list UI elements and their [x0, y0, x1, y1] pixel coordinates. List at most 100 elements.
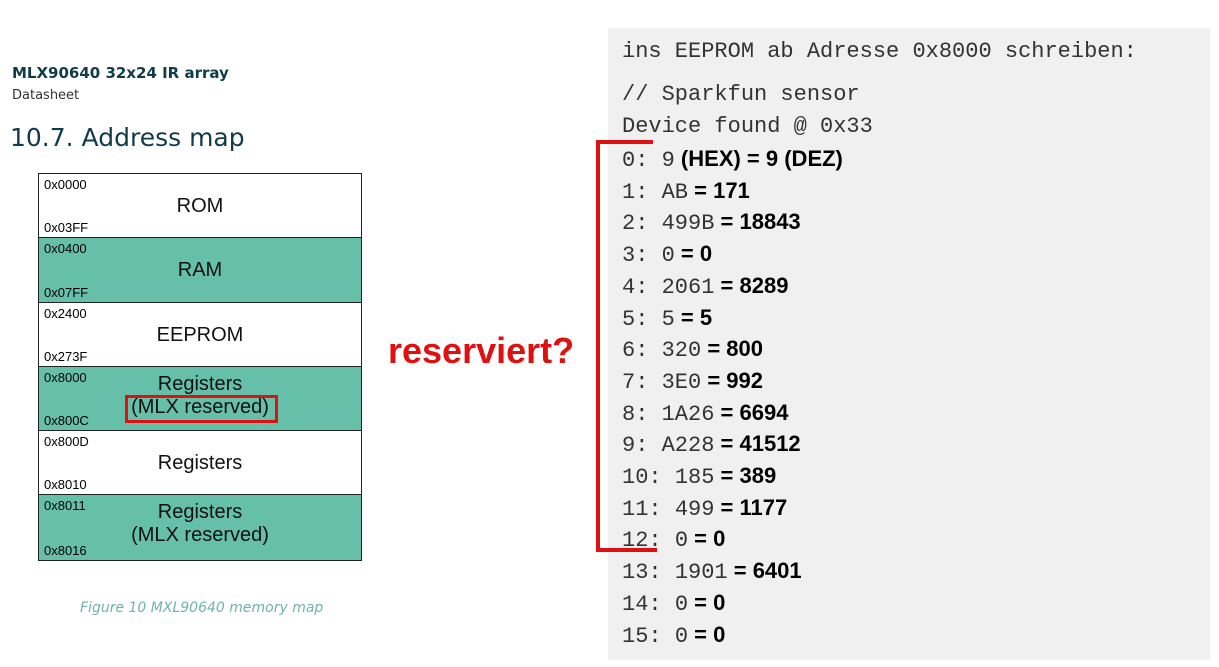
eeprom-value-row: 14: 0 = 0 — [622, 590, 725, 618]
start-address: 0x8000 — [44, 369, 87, 385]
start-address: 0x0000 — [44, 177, 87, 192]
memory-block-registers-reserved-2: 0x8011 Registers (MLX reserved) 0x8016 — [39, 495, 361, 560]
end-address: 0x273F — [44, 348, 88, 364]
start-address: 0x800D — [44, 434, 89, 450]
end-address: 0x03FF — [44, 220, 89, 236]
row-index: 8: — [622, 401, 649, 427]
hex-value: 0 — [674, 591, 689, 617]
hex-value: AB — [661, 179, 689, 205]
end-address: 0x8010 — [44, 477, 87, 493]
row-index: 14: — [622, 591, 662, 617]
row-index: 9: — [622, 433, 649, 459]
eeprom-value-row: 1: AB = 171 — [622, 178, 750, 206]
row-index: 12: — [622, 528, 662, 554]
output-header: ins EEPROM ab Adresse 0x8000 schreiben: — [622, 39, 1137, 64]
end-address: 0x07FF — [44, 284, 89, 300]
hex-value: 499 — [674, 496, 715, 522]
block-label: RAM — [177, 259, 223, 282]
decimal-value: = 0 — [688, 526, 726, 552]
eeprom-value-row: 10: 185 = 389 — [622, 463, 776, 491]
row-index: 2: — [622, 211, 649, 237]
eeprom-value-row: 5: 5 = 5 — [622, 305, 712, 333]
memory-block-eeprom: 0x2400 EEPROM 0x273F — [39, 302, 361, 367]
hex-value: 0 — [674, 623, 689, 649]
hex-value: 5 — [661, 306, 675, 332]
block-sublabel: (MLX reserved) — [131, 524, 269, 547]
row-index: 3: — [622, 243, 649, 269]
decimal-value: = 0 — [688, 589, 726, 615]
row-index: 13: — [622, 560, 662, 586]
row-index: 10: — [622, 465, 662, 490]
decimal-value: = 8289 — [714, 272, 789, 298]
block-label: Registers — [157, 501, 243, 524]
eeprom-value-row: 0: 9 (HEX) = 9 (DEZ) — [622, 146, 843, 174]
memory-map: 0x0000 ROM 0x03FF 0x0400 RAM 0x07FF 0x24… — [38, 173, 362, 561]
hex-value: 320 — [661, 338, 702, 364]
block-sublabel: (MLX reserved) — [131, 395, 269, 418]
block-label: EEPROM — [156, 323, 244, 346]
row-index: 11: — [622, 496, 662, 522]
hex-value: 0 — [674, 528, 689, 554]
row-index: 7: — [622, 369, 649, 395]
block-label: Registers — [157, 372, 243, 395]
decimal-value: = 18843 — [714, 209, 801, 235]
datasheet-title: MLX90640 32x24 IR array — [12, 64, 229, 82]
block-label: Registers — [157, 452, 243, 475]
row-index: 1: — [622, 179, 649, 205]
hex-value: 9 — [661, 148, 675, 173]
hex-value: 1A26 — [661, 401, 715, 427]
memory-block-ram: 0x0400 RAM 0x07FF — [39, 238, 361, 303]
decimal-value: = 171 — [688, 177, 750, 203]
eeprom-value-row: 3: 0 = 0 — [622, 241, 712, 269]
decimal-value: = 0 — [674, 241, 713, 267]
eeprom-value-row: 9: A228 = 41512 — [622, 431, 801, 459]
output-comment: // Sparkfun sensor — [622, 82, 860, 107]
hex-value: 0 — [661, 243, 675, 269]
eeprom-value-row: 8: 1A26 = 6694 — [622, 400, 788, 428]
memory-block-rom: 0x0000 ROM 0x03FF — [39, 174, 361, 239]
start-address: 0x0400 — [44, 241, 87, 257]
decimal-value: = 41512 — [714, 431, 801, 457]
end-address: 0x8016 — [44, 542, 87, 558]
memory-block-registers-reserved-1: 0x8000 Registers (MLX reserved) 0x800C — [39, 366, 361, 432]
decimal-value: = 1177 — [714, 494, 788, 520]
device-found-line: Device found @ 0x33 — [622, 114, 873, 139]
eeprom-value-row: 2: 499B = 18843 — [622, 209, 801, 237]
decimal-value: = 5 — [674, 304, 713, 330]
serial-output-panel: ins EEPROM ab Adresse 0x8000 schreiben: … — [608, 28, 1210, 660]
section-title: 10.7. Address map — [10, 123, 245, 152]
hex-value: 499B — [661, 211, 715, 237]
eeprom-value-row: 6: 320 = 800 — [622, 336, 763, 364]
decimal-value: = 800 — [701, 336, 763, 362]
decimal-value: = 0 — [688, 621, 726, 647]
row-index: 5: — [622, 306, 649, 332]
eeprom-value-row: 15: 0 = 0 — [622, 622, 725, 650]
row-index: 0: — [622, 148, 649, 173]
eeprom-value-row: 13: 1901 = 6401 — [622, 558, 802, 586]
decimal-value: = 389 — [714, 463, 777, 488]
start-address: 0x8011 — [44, 498, 86, 514]
eeprom-value-row: 11: 499 = 1177 — [622, 495, 787, 523]
start-address: 0x2400 — [44, 305, 87, 321]
hex-value: 2061 — [661, 274, 715, 300]
hex-value: 3E0 — [661, 369, 702, 395]
row-index: 15: — [622, 623, 662, 649]
decimal-value: = 6401 — [727, 558, 802, 584]
decimal-value: (HEX) = 9 (DEZ) — [674, 146, 843, 171]
row-index: 6: — [622, 338, 649, 364]
decimal-value: = 6694 — [714, 399, 789, 425]
hex-value: 185 — [674, 465, 715, 490]
hex-value: A228 — [661, 433, 715, 459]
reserved-question-annotation: reserviert? — [388, 330, 575, 371]
decimal-value: = 992 — [701, 367, 763, 393]
eeprom-value-row: 7: 3E0 = 992 — [622, 368, 763, 396]
hex-value: 1901 — [674, 560, 728, 586]
row-index: 4: — [622, 274, 649, 300]
memory-block-registers: 0x800D Registers 0x8010 — [39, 431, 361, 496]
reserved-highlight-box — [125, 394, 278, 423]
eeprom-value-row: 12: 0 = 0 — [622, 526, 725, 554]
datasheet-subtitle: Datasheet — [12, 88, 80, 103]
eeprom-value-row: 4: 2061 = 8289 — [622, 273, 788, 301]
end-address: 0x800C — [44, 413, 89, 429]
block-label: ROM — [176, 195, 224, 217]
